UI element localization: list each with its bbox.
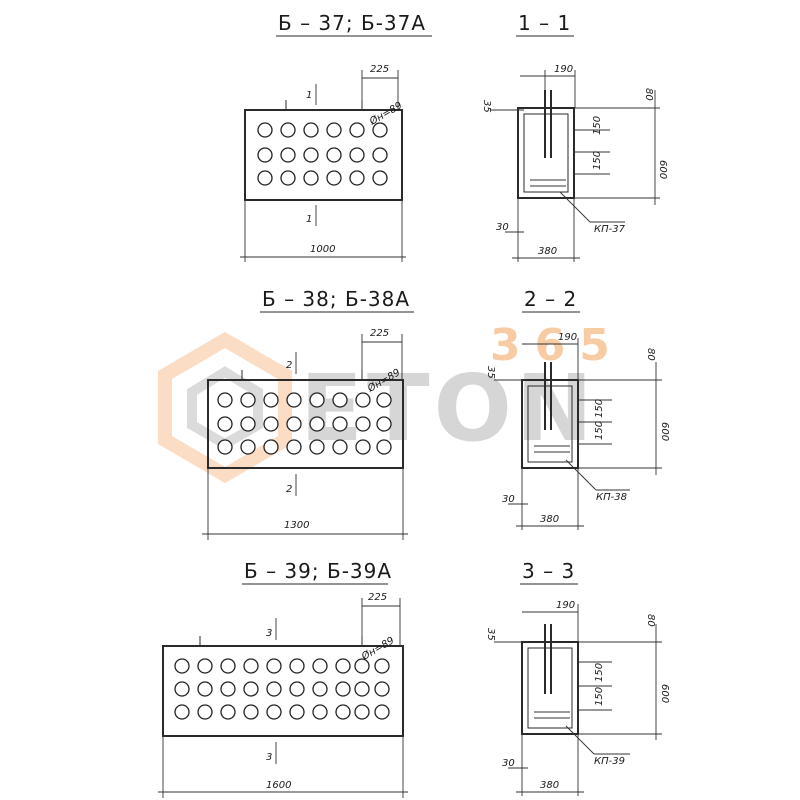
- sec-offset-dim: 30: [502, 494, 515, 505]
- sec-top-dim: 190: [554, 64, 573, 75]
- sec-cover-dim: 35: [485, 628, 496, 641]
- length-dim: 1300: [284, 520, 309, 531]
- sec-cover-dim: 35: [481, 100, 492, 113]
- sec-spacing-a: 150: [594, 663, 605, 682]
- sec-top-cover-dim: 80: [643, 88, 654, 101]
- sec-top-cover-dim: 80: [645, 348, 656, 361]
- sec-spacing-a: 150: [594, 399, 605, 418]
- block-b37: Б – 37; Б-37А 1 1 225 Øн=89 1000: [240, 11, 432, 262]
- cut-mark-bottom: 2: [286, 484, 292, 495]
- cage-label: КП-37: [594, 224, 626, 235]
- sec-top-dim: 190: [556, 600, 575, 611]
- block-title: Б – 38; Б-38А: [262, 287, 410, 311]
- cut-mark-bottom: 1: [306, 214, 312, 225]
- sec-width-dim: 380: [538, 246, 557, 257]
- sec-spacing-b: 150: [594, 687, 605, 706]
- sec-height-dim: 600: [657, 160, 668, 179]
- pitch-dim: 225: [370, 64, 389, 75]
- sec-spacing-b: 150: [592, 151, 603, 170]
- section-title: 3 – 3: [522, 559, 575, 583]
- sec-top-dim: 190: [558, 332, 577, 343]
- cut-mark-top: 1: [306, 90, 312, 101]
- hole-dim: Øн=89: [367, 99, 405, 128]
- block-elevation: [162, 645, 404, 737]
- block-elevation: [244, 109, 403, 201]
- sec-height-dim: 600: [659, 684, 670, 703]
- cage-label: КП-38: [596, 492, 627, 503]
- sec-offset-dim: 30: [502, 758, 515, 769]
- block-holes: [257, 122, 388, 186]
- sec-spacing-a: 150: [592, 116, 603, 135]
- cage-label: КП-39: [594, 756, 625, 767]
- sec-width-dim: 380: [540, 514, 559, 525]
- block-holes: [174, 658, 390, 720]
- pitch-dim: 225: [368, 592, 387, 603]
- cut-mark-top: 3: [266, 628, 272, 639]
- sec-top-cover-dim: 80: [645, 614, 656, 627]
- watermark: 365 ETON: [158, 320, 624, 484]
- block-holes: [217, 392, 392, 455]
- block-b39: Б – 39; Б-39А 3 3 225 Øн=89 1600: [158, 559, 408, 798]
- sec-width-dim: 380: [540, 780, 559, 791]
- block-title: Б – 37; Б-37А: [278, 11, 426, 35]
- sec-height-dim: 600: [659, 422, 670, 441]
- sec-spacing-b: 150: [594, 421, 605, 440]
- length-dim: 1000: [310, 244, 335, 255]
- section-3: 3 – 3 190 600 80 150 150 35 30 380 КП-39: [485, 559, 670, 796]
- section-title: 1 – 1: [518, 11, 571, 35]
- length-dim: 1600: [266, 780, 291, 791]
- pitch-dim: 225: [370, 328, 389, 339]
- block-elevation: [207, 379, 404, 469]
- block-title: Б – 39; Б-39А: [244, 559, 392, 583]
- hole-dim: Øн=89: [359, 634, 397, 663]
- cut-mark-top: 2: [286, 360, 292, 371]
- section-2: 2 – 2 190 600 80 150 150 35 30 380 КП-38: [485, 287, 670, 530]
- cut-mark-bottom: 3: [266, 752, 272, 763]
- section-1: 1 – 1 190 600 80 150 150 35 30 380 КП-37: [481, 11, 668, 262]
- sec-cover-dim: 35: [485, 366, 496, 379]
- sec-offset-dim: 30: [496, 222, 509, 233]
- watermark-top-text: 365: [490, 320, 624, 371]
- section-title: 2 – 2: [524, 287, 577, 311]
